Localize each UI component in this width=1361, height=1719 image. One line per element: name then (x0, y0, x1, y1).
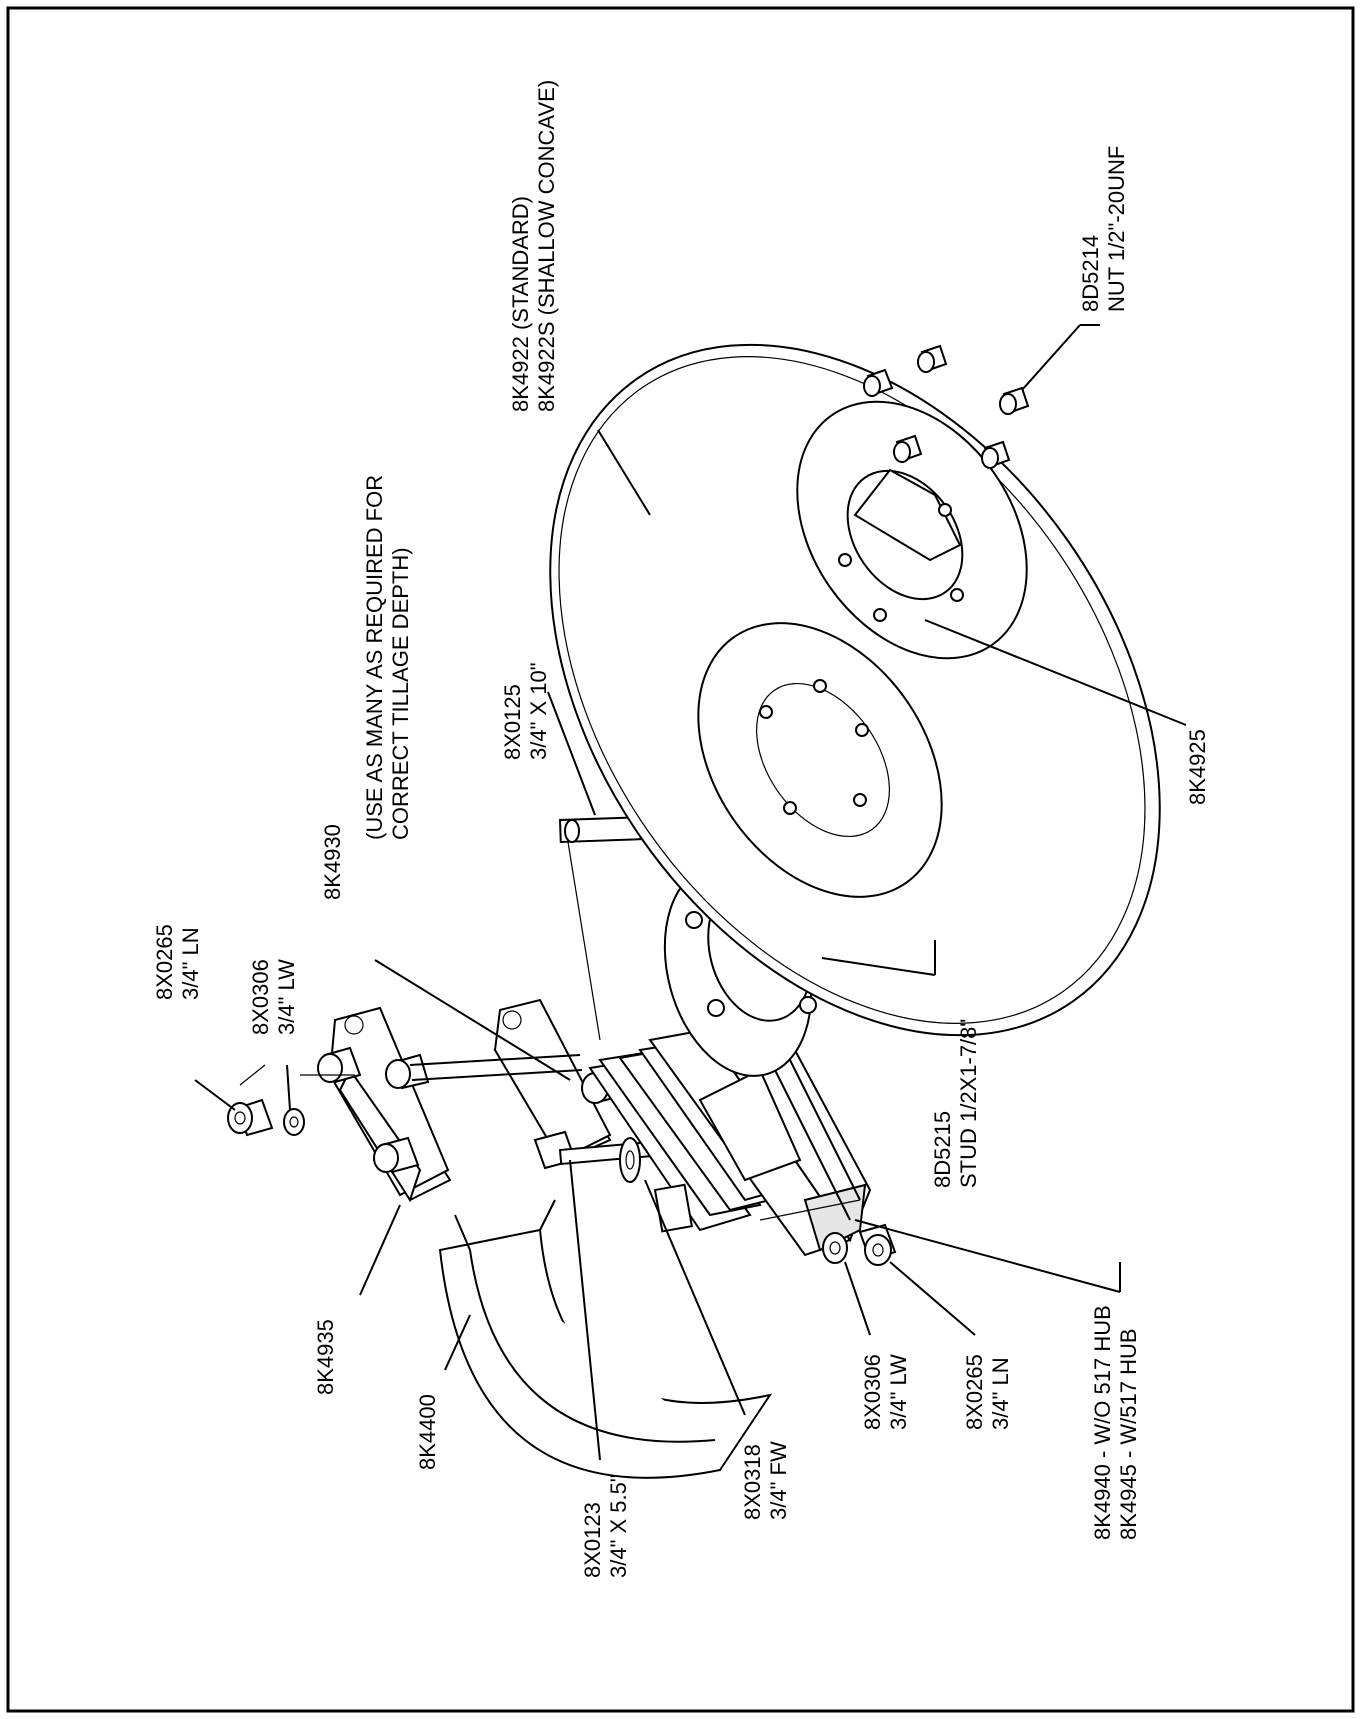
clamp-plate-8k4935 (328, 998, 612, 1203)
nuts-8d5214 (863, 344, 1030, 469)
upper-hardware (227, 1064, 355, 1137)
callout-8k4400: 8K4400 (415, 1394, 440, 1470)
drawing-border (6, 6, 1355, 1713)
callout-8k4940: 8K4940 - W/O 517 HUB 8K4945 - W/517 HUB (1090, 1299, 1141, 1540)
callout-8x0306-bottom: 8X0306 3/4" LW (860, 1348, 911, 1430)
callout-8x0306-top: 8X0306 3/4" LW (248, 953, 299, 1035)
lower-hardware (759, 1199, 897, 1266)
note-tillage-depth: (USE AS MANY AS REQUIRED FOR CORRECT TIL… (362, 469, 413, 840)
callout-8d5214: 8D5214 NUT 1/2"-20UNF (1078, 146, 1129, 312)
callout-8k4922: 8K4922 (STANDARD) 8K4922S (SHALLOW CONCA… (508, 80, 559, 412)
callout-8x0265-bottom: 8X0265 3/4" LN (962, 1348, 1013, 1430)
callout-8x0265-top: 8X0265 3/4" LN (152, 918, 203, 1000)
retainer-8k4925 (796, 400, 1028, 660)
callout-8x0318: 8X0318 3/4" FW (740, 1438, 791, 1520)
callout-8k4930: 8K4930 (320, 824, 345, 900)
leader-lines (194, 324, 1187, 1461)
callout-8x0123: 8X0123 3/4" X 5.5" (580, 1474, 631, 1578)
axle-8x0125 (558, 816, 642, 1041)
callout-8x0125: 8X0125 3/4" X 10" (500, 662, 551, 760)
callout-8k4925: 8K4925 (1185, 729, 1210, 805)
bolt-8x0123 (533, 1130, 682, 1183)
shank-8k4400 (438, 1199, 773, 1479)
callout-8k4935: 8K4935 (313, 1319, 338, 1395)
callout-8d5215: 8D5215 STUD 1/2X1-7/8" (930, 1019, 981, 1188)
